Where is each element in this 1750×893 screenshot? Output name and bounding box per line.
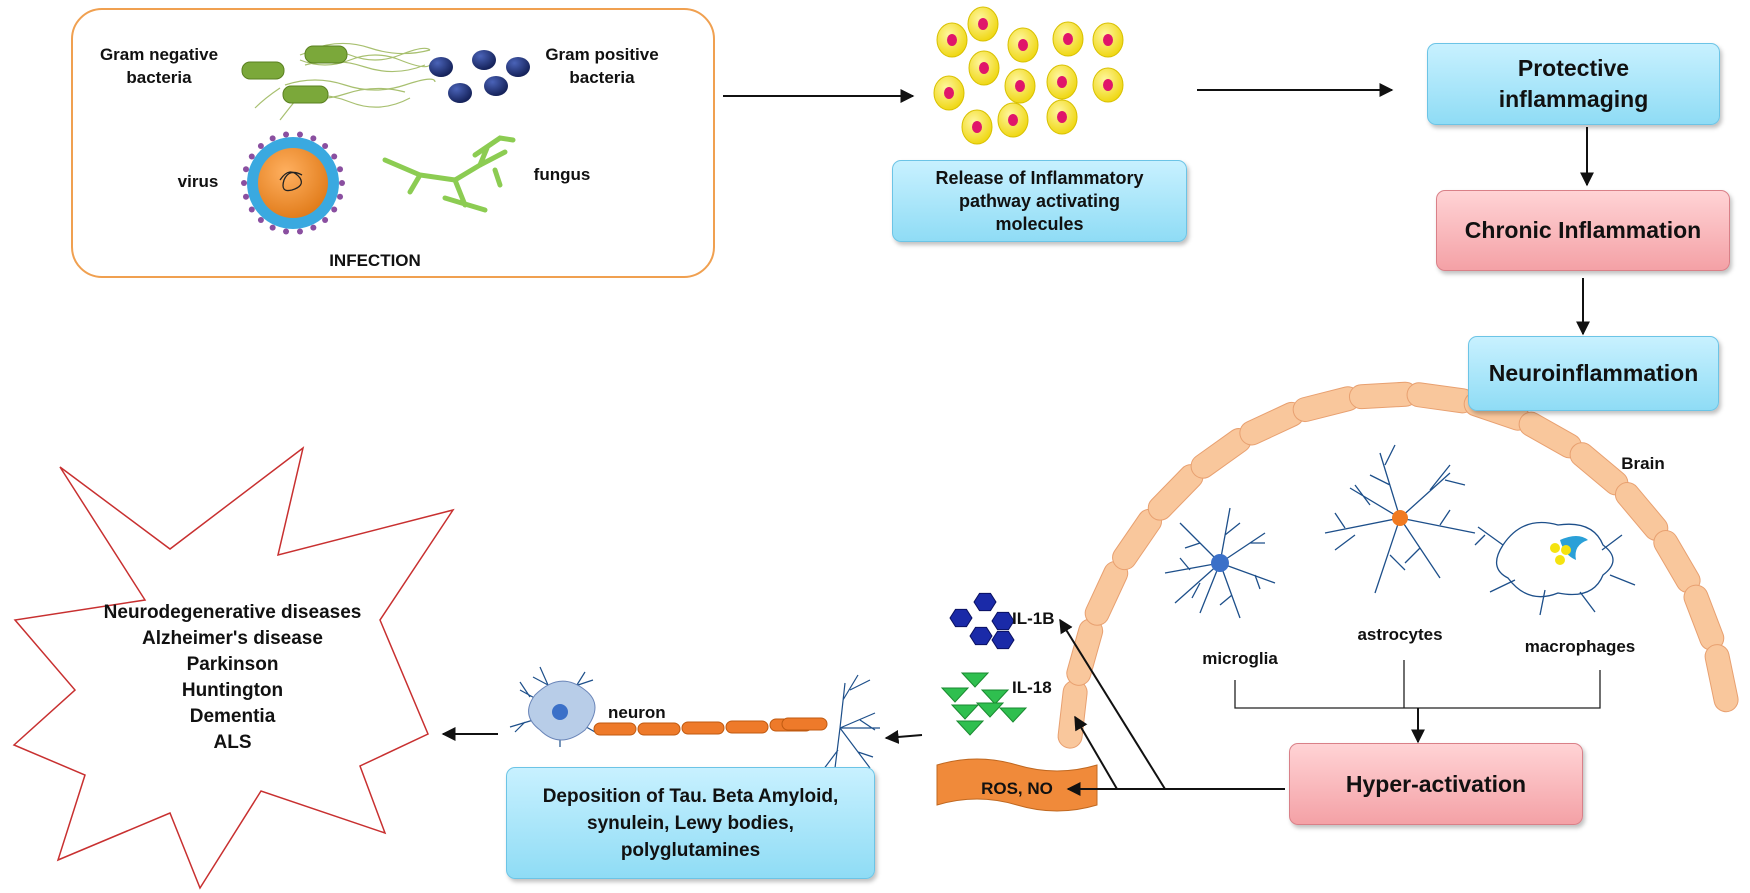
fungus-icon <box>382 135 516 213</box>
il18-molecules-icon <box>940 672 1028 736</box>
virus-label: virus <box>177 172 219 191</box>
release-box: Release of Inflammatory pathway activati… <box>892 160 1187 242</box>
disease-item: Dementia <box>189 706 276 727</box>
il1b-molecule <box>991 611 1015 631</box>
gram-positive-label: Gram positive bacteria <box>545 45 659 87</box>
disease-item: Parkinson <box>186 654 279 675</box>
il18-molecule <box>955 720 985 736</box>
brain-segment <box>1704 644 1739 713</box>
disease-item: Huntington <box>181 680 284 701</box>
inflammatory-cell <box>1007 27 1039 63</box>
brain-arc-icon <box>1057 381 1739 749</box>
neuron-label: neuron <box>608 703 666 722</box>
il1b-molecules-icon <box>949 592 1015 650</box>
il1b-molecule <box>969 626 993 646</box>
inflammatory-cell <box>967 6 999 42</box>
neuron-icon <box>509 666 880 771</box>
hyper-to-il1b-arrow <box>1059 618 1166 790</box>
ros-no-banner <box>936 758 1098 812</box>
disease-item: Alzheimer's disease <box>142 628 323 649</box>
chronic-inflammation-box: Chronic Inflammation <box>1436 190 1730 271</box>
il18-molecule <box>950 704 980 720</box>
ros-no-label: ROS, NO <box>981 779 1053 798</box>
inflammatory-cell <box>1046 64 1078 100</box>
inflammatory-cell <box>1092 67 1124 103</box>
virus-icon <box>241 131 345 235</box>
inflammatory-cell <box>1052 21 1084 57</box>
disease-item: ALS <box>213 732 252 753</box>
inflammatory-cell <box>1004 68 1036 104</box>
il18-molecule <box>998 707 1028 723</box>
protective-inflammaging-box: Protective inflammaging <box>1427 43 1720 125</box>
deposition-box: Deposition of Tau. Beta Amyloid, synulei… <box>506 767 875 879</box>
microglia-label: microglia <box>1202 649 1278 668</box>
inflammatory-cell <box>961 109 993 145</box>
gram-positive-bacteria-icon <box>429 50 530 103</box>
il18-molecule <box>975 702 1005 718</box>
il1b-molecule <box>991 630 1015 650</box>
inflammatory-cell <box>997 102 1029 138</box>
astrocyte-icon <box>1324 444 1476 594</box>
gram-negative-bacteria-icon <box>241 42 436 121</box>
disease-starburst <box>12 446 455 890</box>
inflammatory-cell <box>1092 22 1124 58</box>
il1b-molecule <box>949 608 973 628</box>
infection-title: INFECTION <box>329 251 421 270</box>
inflammatory-cell <box>968 50 1000 86</box>
il1b-label: IL-1B <box>1012 609 1055 628</box>
neuroinflammation-box: Neuroinflammation <box>1468 336 1719 411</box>
gram-negative-label: Gram negative bacteria <box>99 45 219 87</box>
inflammatory-cells-icon <box>933 6 1124 145</box>
brain-segment <box>1683 584 1725 651</box>
inflammatory-cell <box>1046 99 1078 135</box>
brain-label: Brain <box>1621 454 1665 473</box>
hyper-to-il18-arrow <box>1074 715 1118 790</box>
macrophage-icon <box>1474 521 1636 616</box>
hyper-activation-box: Hyper-activation <box>1289 743 1583 825</box>
infection-box <box>71 8 715 278</box>
microglia-icon <box>1164 507 1276 619</box>
il18-molecule <box>940 687 970 703</box>
cytokines-to-neuron-arrow <box>884 729 923 744</box>
macrophages-label: macrophages <box>1524 637 1636 656</box>
astrocytes-label: astrocytes <box>1357 625 1443 644</box>
disease-list: Neurodegenerative diseases Alzheimer's d… <box>60 600 405 756</box>
disease-item: Neurodegenerative diseases <box>103 602 362 623</box>
il18-molecule <box>980 689 1010 705</box>
il1b-molecule <box>973 592 997 612</box>
fungus-label: fungus <box>533 165 591 184</box>
inflammatory-cell <box>933 75 965 111</box>
il18-molecule <box>960 672 990 688</box>
inflammatory-cell <box>936 22 968 58</box>
il18-label: IL-18 <box>1012 678 1052 697</box>
